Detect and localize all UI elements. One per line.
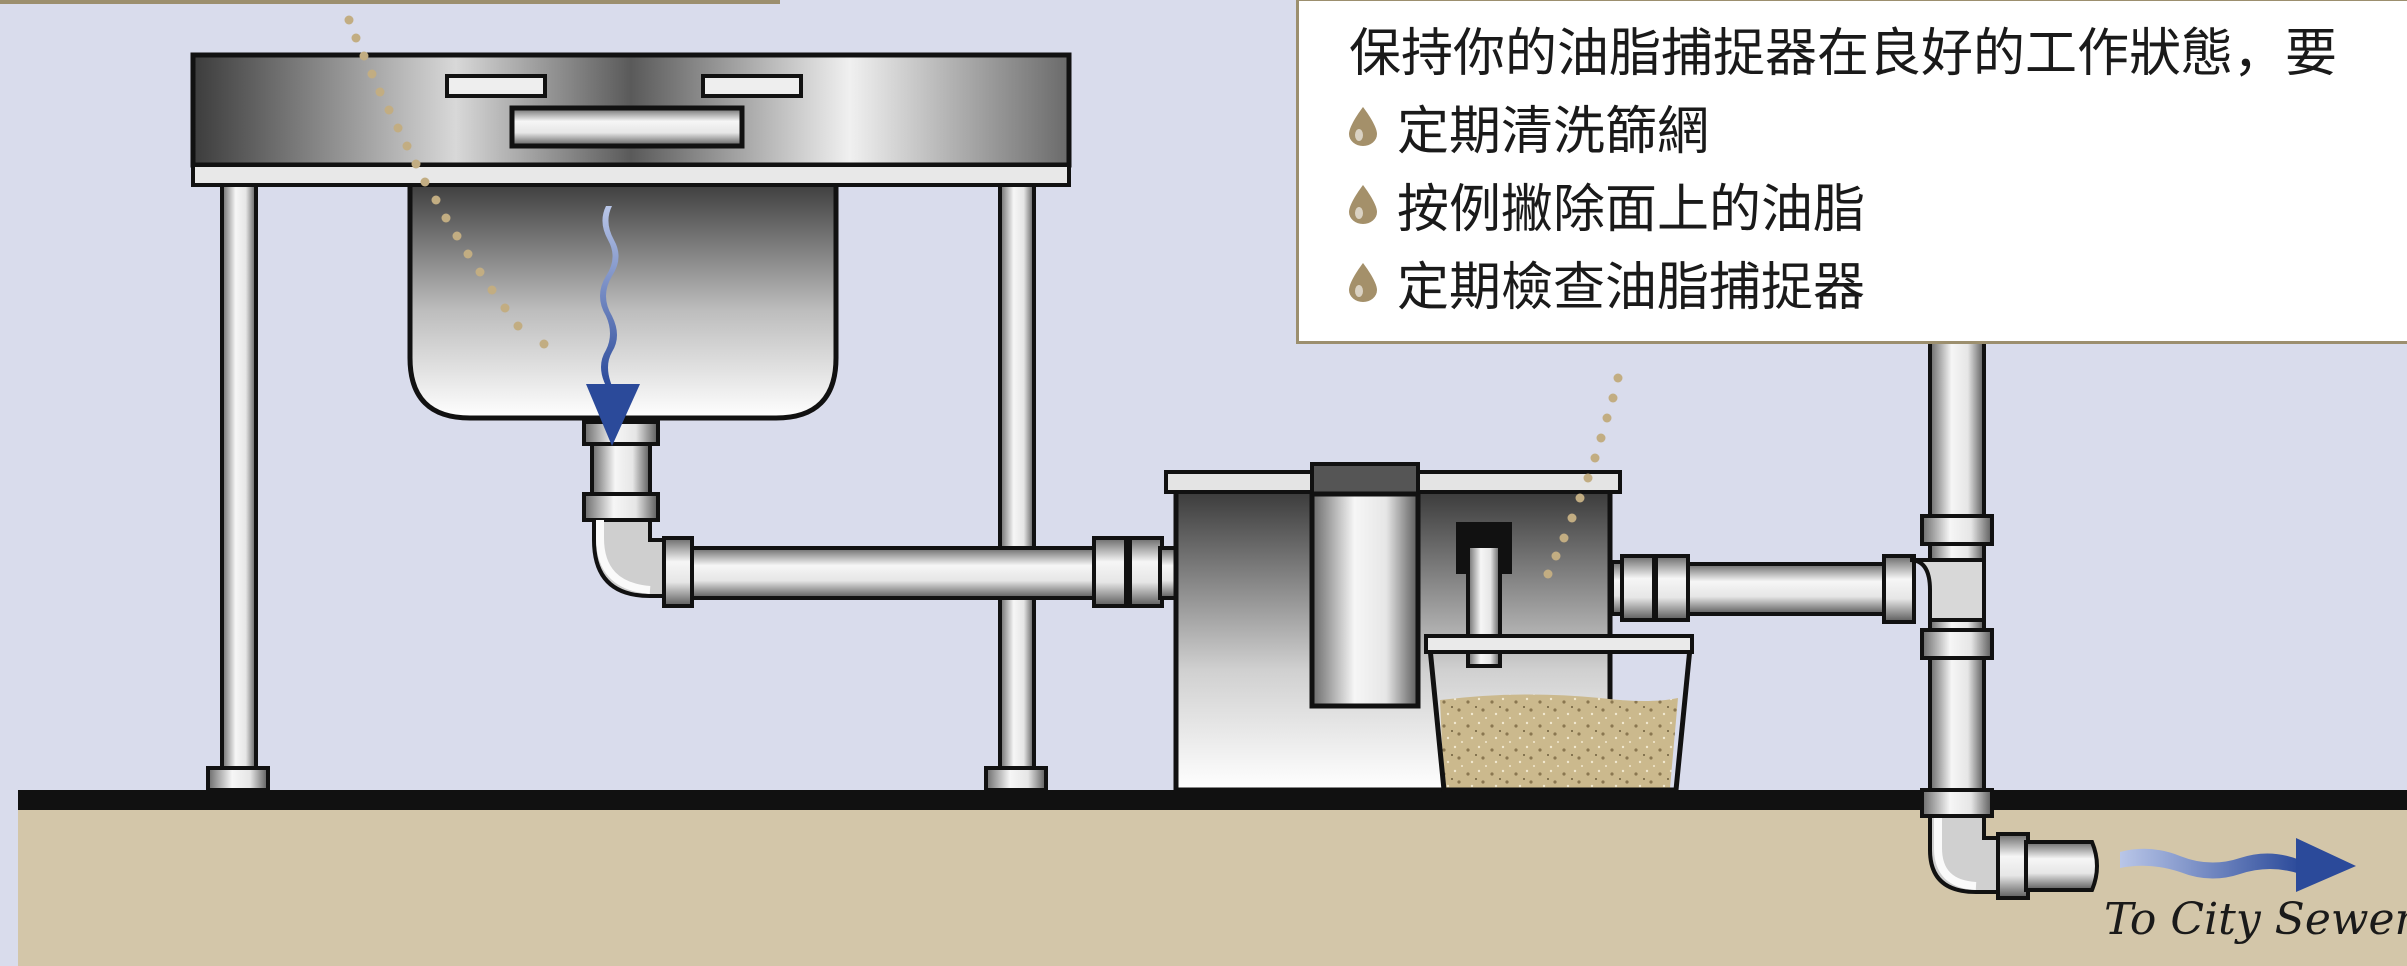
tip-text: 按例撇除面上的油脂 [1397, 179, 1866, 240]
city-sewer-label: To City Sewer [2104, 894, 2407, 945]
grease-drop-icon [1349, 263, 1377, 302]
tip-item-skim-grease: 按例撇除面上的油脂 [1347, 165, 1865, 243]
sink-leg-left [206, 180, 270, 792]
tip-item-inspect-trap: 定期檢查油脂捕捉器 [1347, 243, 1865, 321]
tip-item-clean-screen: 定期清洗篩網 [1347, 87, 1865, 165]
vent-stack [1909, 338, 1994, 818]
leader-line-sink [344, 15, 549, 349]
grease-drop-icon [1349, 107, 1377, 146]
grease-basket [1424, 634, 1694, 793]
outlet-pipe [1610, 554, 1916, 624]
grease-drop-icon [1349, 185, 1377, 224]
flow-arrow-down [586, 206, 640, 446]
sewer-pipe [1928, 814, 2099, 900]
sink-leg-right [984, 180, 1048, 792]
tips-heading: 保持你的油脂捕捉器在良好的工作狀態，要 [1349, 24, 2338, 84]
floor-line [18, 790, 2407, 810]
flow-arrow-sewer [2120, 838, 2356, 892]
tip-text: 定期檢查油脂捕捉器 [1397, 257, 1866, 318]
maintenance-tips-box: 保持你的油脂捕捉器在良好的工作狀態，要 定期清洗篩網 按例撇除面上的油脂 定期檢… [1296, 0, 2407, 344]
tip-text: 定期清洗篩網 [1397, 101, 1710, 162]
tips-list: 定期清洗篩網 按例撇除面上的油脂 定期檢查油脂捕捉器 [1347, 87, 1865, 321]
sink-counter [190, 52, 1072, 187]
leader-line-trap [1543, 373, 1623, 579]
drain-pipe [582, 418, 1178, 608]
sink-basin [407, 177, 839, 421]
